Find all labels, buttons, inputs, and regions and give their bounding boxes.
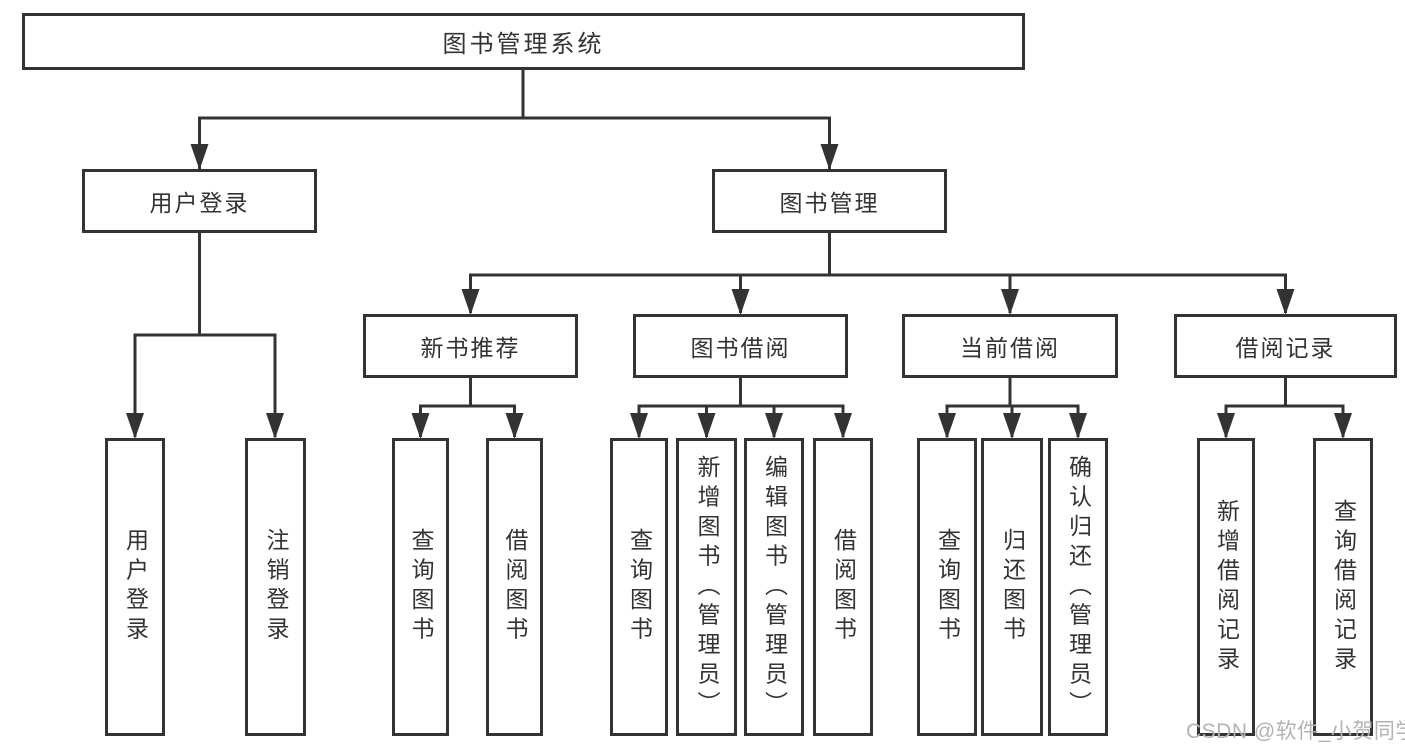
arrow-to-records xyxy=(1276,289,1295,315)
leaf-confirm-return-admin-label: 确认归还（管理员） xyxy=(1065,454,1092,720)
leaf-borrow-books-label: 借阅图书 xyxy=(830,528,857,646)
leaf-confirm-return-admin: 确认归还（管理员） xyxy=(1048,438,1108,736)
arrow-to-recommend xyxy=(461,289,480,315)
node-book-borrow-label: 图书借阅 xyxy=(690,335,791,361)
arrow-to-borrow xyxy=(731,289,750,315)
node-book-management: 图书管理 xyxy=(712,169,947,233)
node-current-borrow: 当前借阅 xyxy=(902,314,1118,378)
arrow-leaf-add-record xyxy=(1217,413,1235,439)
edge-root-to-level1 xyxy=(198,70,831,169)
node-borrow-records: 借阅记录 xyxy=(1174,314,1397,378)
arrow-leaf-return xyxy=(1003,413,1021,439)
leaf-return-book: 归还图书 xyxy=(981,438,1043,736)
arrow-leaf-query-3 xyxy=(938,413,956,439)
leaf-add-book-admin: 新增图书（管理员） xyxy=(676,438,737,736)
leaf-query-books-current-label: 查询图书 xyxy=(934,528,961,646)
csdn-watermark: CSDN @软件_小贺同学 xyxy=(1186,720,1405,743)
leaf-logout: 注销登录 xyxy=(245,438,306,736)
leaf-edit-book-admin-label: 编辑图书（管理员） xyxy=(761,454,788,720)
leaf-add-book-admin-label: 新增图书（管理员） xyxy=(694,454,720,720)
node-user-login: 用户登录 xyxy=(82,169,317,233)
leaf-borrow-books-recommend: 借阅图书 xyxy=(486,438,543,736)
arrow-leaf-query-1 xyxy=(411,413,430,439)
leaf-query-books-recommend-label: 查询图书 xyxy=(408,528,434,646)
arrow-leaf-query-record xyxy=(1334,413,1352,439)
arrow-to-book-mgmt xyxy=(820,144,839,170)
leaf-return-book-label: 归还图书 xyxy=(999,528,1026,646)
node-borrow-records-label: 借阅记录 xyxy=(1235,335,1336,361)
leaf-query-borrow-record: 查询借阅记录 xyxy=(1313,438,1373,736)
arrow-leaf-confirm-return xyxy=(1069,413,1087,439)
arrow-leaf-borrow-2 xyxy=(834,413,852,439)
edge-records-split xyxy=(1224,378,1345,437)
leaf-logout-label: 注销登录 xyxy=(263,528,289,646)
edge-mgmt-to-level2 xyxy=(469,233,1287,313)
node-current-borrow-label: 当前借阅 xyxy=(960,335,1060,361)
arrow-to-user-login xyxy=(190,144,209,170)
node-book-management-label: 图书管理 xyxy=(779,190,880,216)
leaf-query-books-borrow-label: 查询图书 xyxy=(626,528,653,646)
leaf-add-borrow-record: 新增借阅记录 xyxy=(1197,438,1255,736)
leaf-query-books-current: 查询图书 xyxy=(917,438,977,736)
arrow-leaf-edit-book xyxy=(765,413,783,439)
arrow-leaf-logout xyxy=(266,413,284,439)
edge-login-split xyxy=(133,233,277,437)
edge-borrow-split xyxy=(637,378,845,437)
root-node-library-system: 图书管理系统 xyxy=(22,13,1025,70)
leaf-query-books-borrow: 查询图书 xyxy=(610,438,668,736)
root-node-label: 图书管理系统 xyxy=(442,31,605,58)
leaf-edit-book-admin: 编辑图书（管理员） xyxy=(744,438,804,736)
arrow-leaf-query-2 xyxy=(630,413,648,439)
node-new-book-recommend: 新书推荐 xyxy=(363,314,578,378)
leaf-user-login: 用户登录 xyxy=(105,438,165,736)
arrowheads xyxy=(126,144,1352,439)
arrow-leaf-add-book xyxy=(697,413,716,439)
leaf-query-books-recommend: 查询图书 xyxy=(392,438,449,736)
leaf-user-login-label: 用户登录 xyxy=(122,528,149,646)
leaf-query-borrow-record-label: 查询借阅记录 xyxy=(1330,498,1357,676)
leaf-add-borrow-record-label: 新增借阅记录 xyxy=(1213,498,1240,676)
leaf-borrow-books: 借阅图书 xyxy=(813,438,873,736)
edge-recommend-split xyxy=(419,378,516,437)
leaf-borrow-books-recommend-label: 借阅图书 xyxy=(502,528,528,646)
node-book-borrow: 图书借阅 xyxy=(633,314,848,378)
arrow-leaf-login xyxy=(126,413,144,439)
arrow-to-current xyxy=(1001,289,1019,315)
node-user-login-label: 用户登录 xyxy=(149,190,250,216)
node-new-book-recommend-label: 新书推荐 xyxy=(420,335,521,361)
arrow-leaf-borrow-1 xyxy=(505,413,524,439)
